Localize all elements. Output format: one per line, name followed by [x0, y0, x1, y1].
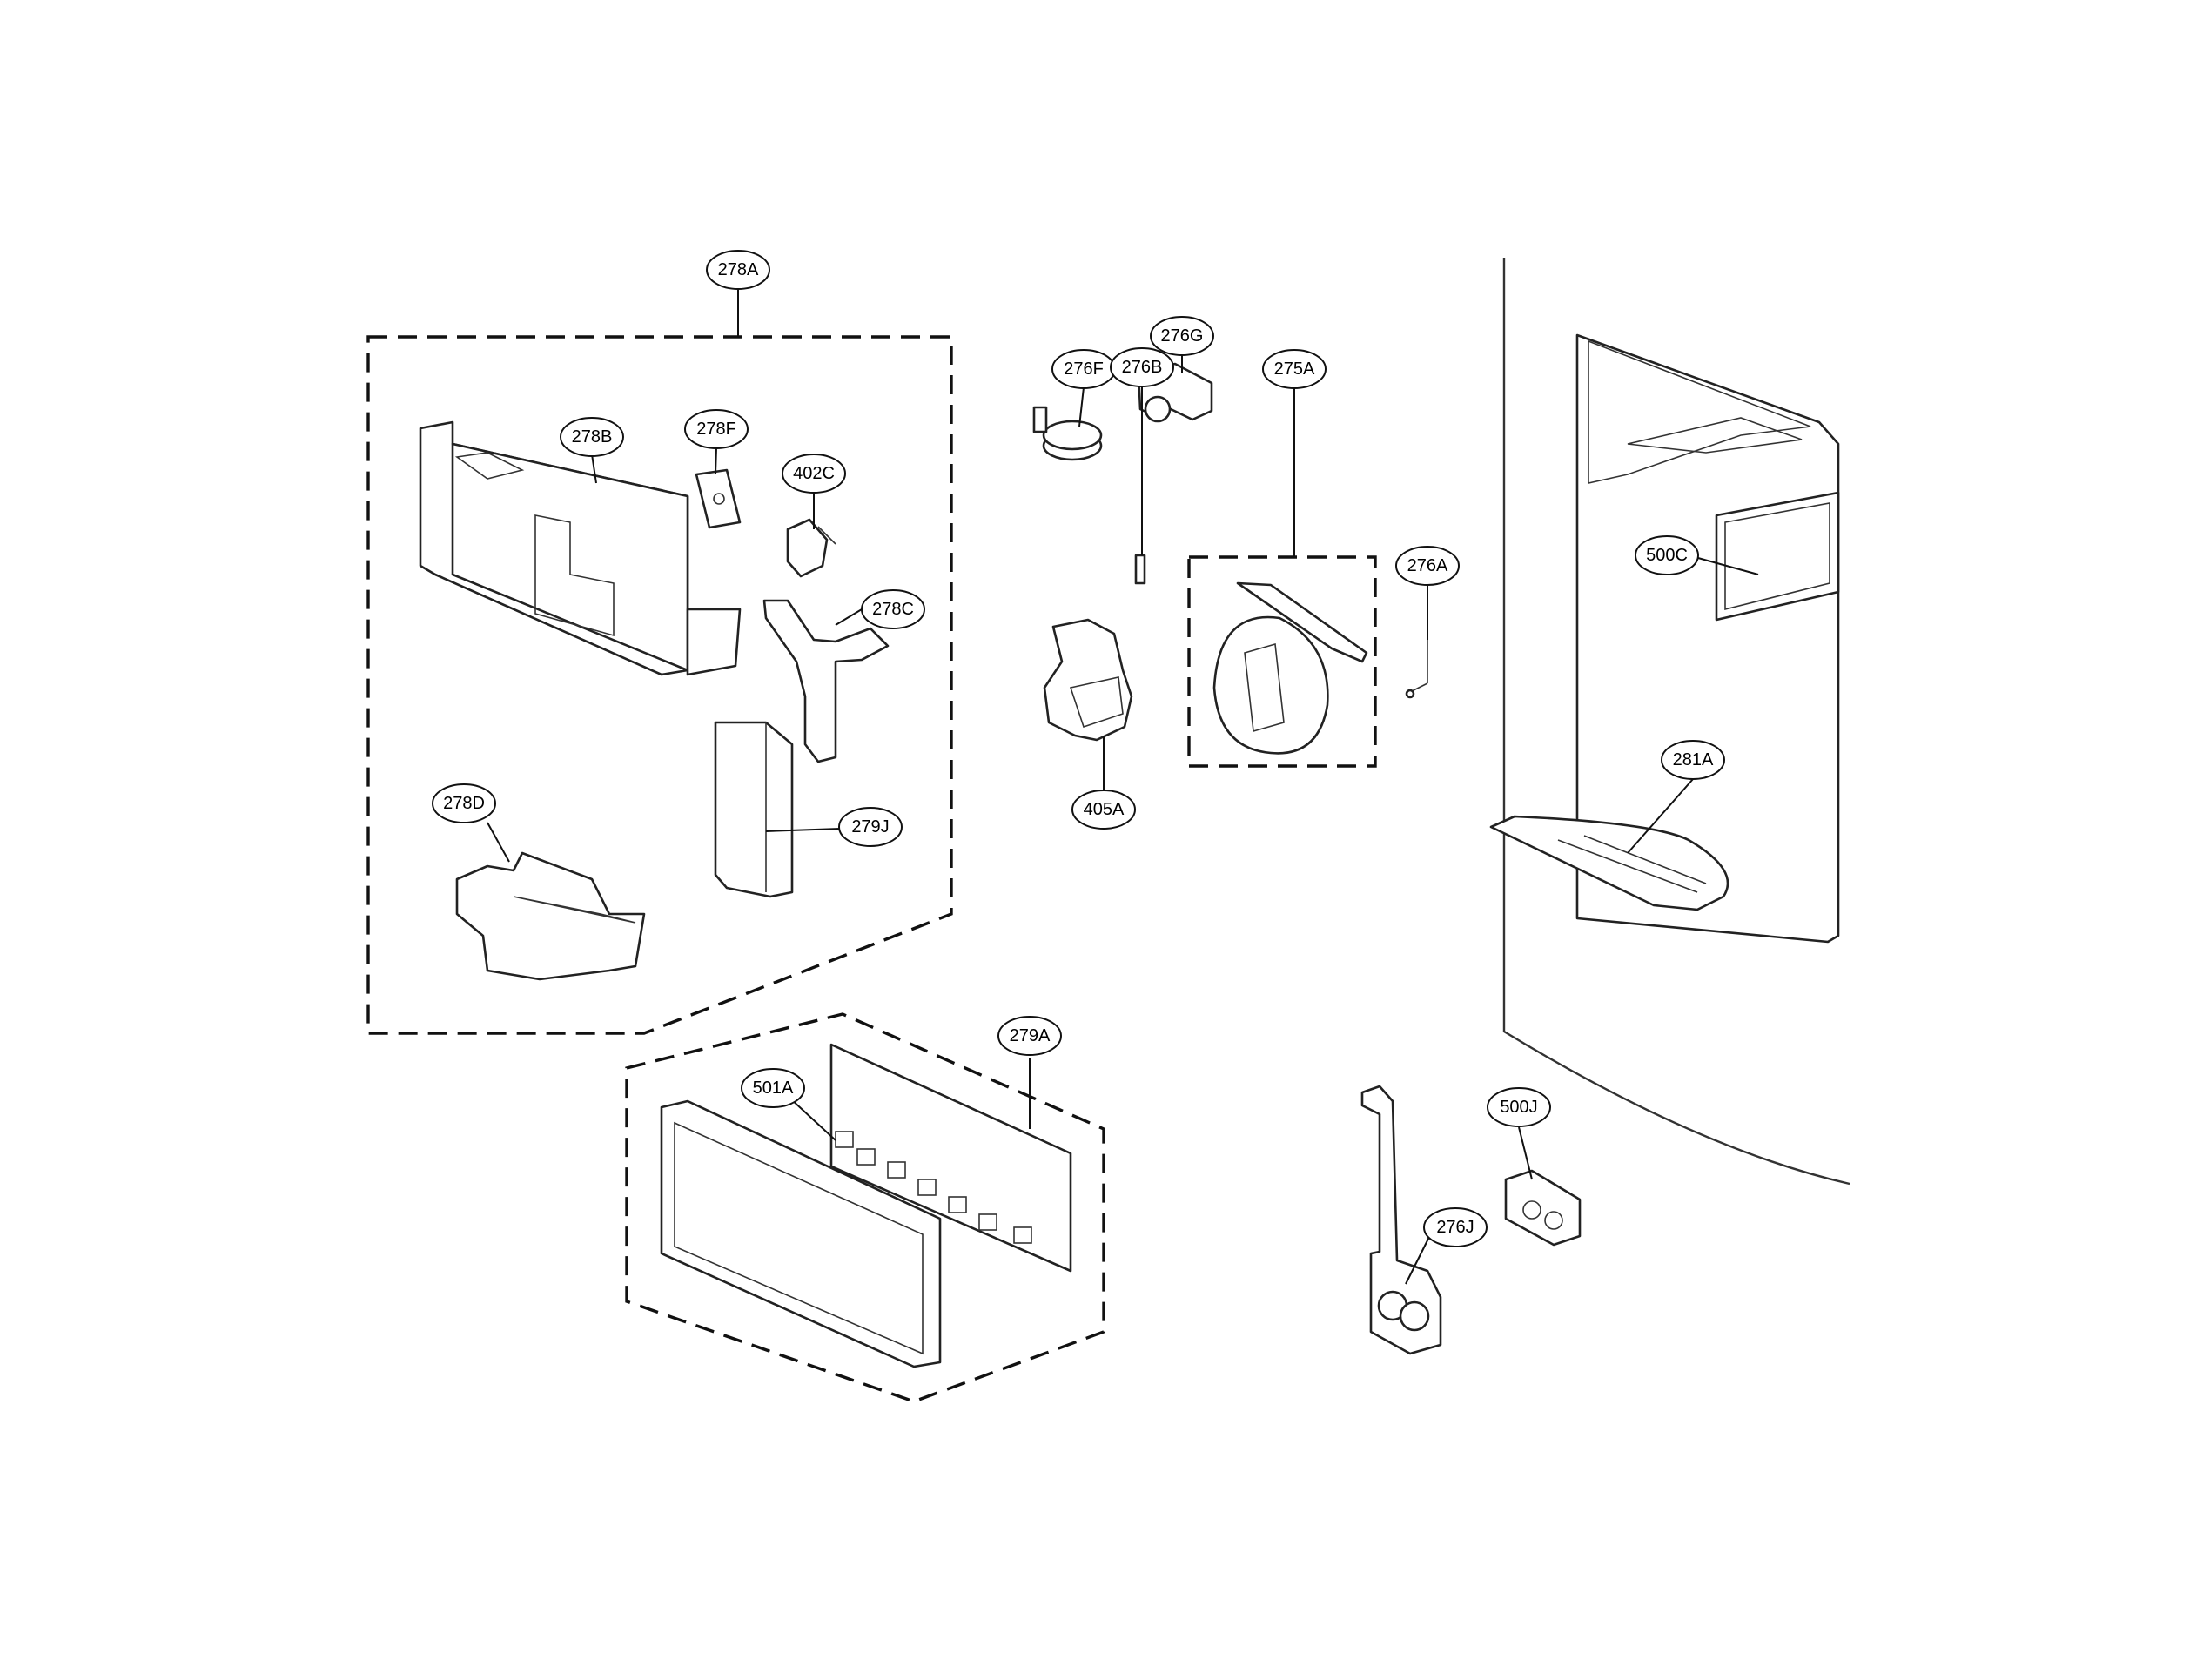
svg-text:276A: 276A — [1407, 556, 1448, 575]
svg-text:500C: 500C — [1646, 546, 1688, 565]
svg-text:278A: 278A — [718, 260, 759, 279]
callout-276J: 276J — [1423, 1207, 1488, 1247]
callout-278A: 278A — [706, 250, 770, 290]
svg-text:279J: 279J — [851, 817, 889, 837]
assembly-boundary-279A — [625, 1012, 1105, 1403]
callout-278F: 278F — [684, 409, 749, 449]
svg-text:402C: 402C — [793, 464, 835, 483]
svg-text:281A: 281A — [1673, 750, 1714, 769]
callout-500J: 500J — [1487, 1087, 1551, 1127]
svg-text:276F: 276F — [1064, 360, 1104, 379]
part-276A-pin — [1405, 640, 1428, 699]
callout-276G: 276G — [1150, 316, 1214, 356]
svg-text:278C: 278C — [872, 600, 914, 619]
part-279A-front-cover — [660, 1099, 942, 1368]
callout-278D: 278D — [432, 783, 496, 823]
part-281A-tray — [1489, 815, 1729, 911]
svg-text:500J: 500J — [1500, 1098, 1537, 1117]
svg-text:276B: 276B — [1122, 358, 1163, 377]
assembly-boundary-278A — [366, 335, 953, 1035]
part-500J-switch — [1504, 1169, 1582, 1247]
assembly-boundary-275A — [1187, 555, 1377, 768]
svg-text:276J: 276J — [1436, 1218, 1474, 1237]
part-278B-funnel-housing — [419, 420, 742, 676]
svg-text:279A: 279A — [1010, 1026, 1051, 1045]
callout-278C: 278C — [861, 589, 925, 629]
part-cabinet-door — [1502, 258, 1850, 1186]
callout-276F: 276F — [1051, 349, 1116, 389]
svg-text:278B: 278B — [572, 427, 613, 447]
callout-275A: 275A — [1262, 349, 1327, 389]
part-501A-pcb — [829, 1043, 1072, 1273]
svg-text:278F: 278F — [696, 420, 736, 439]
part-276B-spring — [1134, 554, 1146, 585]
svg-text:275A: 275A — [1274, 360, 1315, 379]
callout-279J: 279J — [838, 807, 903, 847]
svg-text:405A: 405A — [1084, 800, 1125, 819]
svg-text:278D: 278D — [443, 794, 485, 813]
callout-281A: 281A — [1661, 740, 1725, 780]
svg-text:276G: 276G — [1161, 326, 1204, 346]
callout-278B: 278B — [560, 417, 624, 457]
svg-text:501A: 501A — [753, 1079, 794, 1098]
leader-lines — [487, 289, 1759, 1285]
part-405A-motor — [1043, 618, 1133, 742]
part-278C-lever — [762, 599, 890, 763]
part-402C-switch — [786, 518, 836, 578]
part-276F-gear — [1032, 406, 1103, 461]
callout-500C: 500C — [1635, 535, 1699, 575]
part-275A-door — [1212, 581, 1368, 755]
part-278F-cover — [695, 468, 742, 529]
callout-279A: 279A — [997, 1016, 1062, 1056]
callout-276B: 276B — [1110, 347, 1174, 387]
callout-405A: 405A — [1071, 790, 1136, 830]
part-276J-bracket — [1360, 1085, 1442, 1355]
part-279J-paddle — [714, 721, 794, 898]
part-278D-chute — [455, 851, 646, 981]
callout-276A: 276A — [1395, 546, 1460, 586]
callout-501A: 501A — [741, 1068, 805, 1108]
callout-402C: 402C — [782, 454, 846, 494]
part-500C-panel — [1715, 491, 1840, 622]
